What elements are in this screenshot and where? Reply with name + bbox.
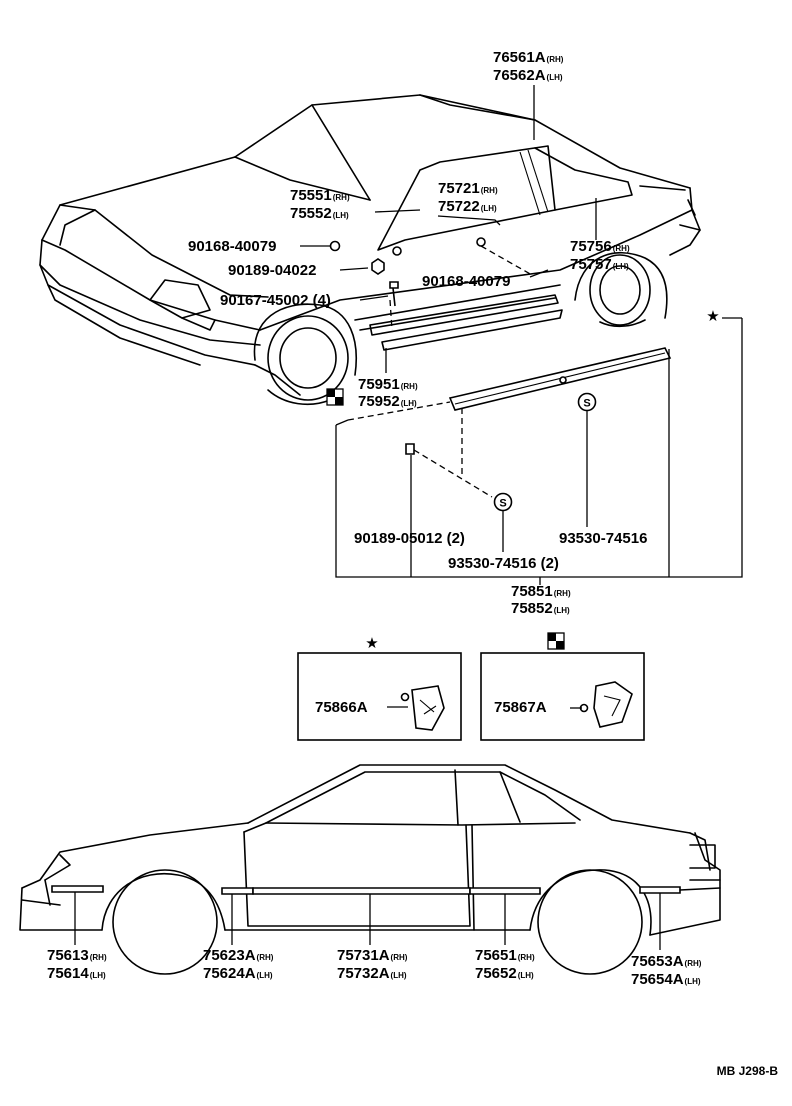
- part-label-90189-04022: 90189-04022: [228, 262, 316, 279]
- checkered-marker-icon: [326, 388, 344, 406]
- clip-icon: [559, 376, 567, 384]
- fastener-icons-top: [329, 237, 486, 307]
- part-label-76561A: 76561A(RH): [493, 49, 564, 66]
- door-molding-parts: [369, 294, 563, 351]
- part-label-75623A: 75623A(RH): [203, 947, 274, 964]
- part-label-75614: 75614(LH): [47, 965, 106, 982]
- part-labels: 76561A(RH) 76562A(LH) 75551(RH) 75552(LH…: [47, 49, 778, 1078]
- part-label-75951: 75951(RH): [358, 376, 418, 393]
- star-marker-icon: ★: [706, 308, 719, 325]
- part-label-90168-40079-b: 90168-40079: [422, 273, 510, 290]
- clip-icon: [392, 246, 402, 256]
- part-label-90168-40079: 90168-40079: [188, 238, 276, 255]
- part-label-93530-74516: 93530-74516: [559, 530, 647, 547]
- star-marker-icon: ★: [365, 635, 378, 652]
- side-moulding-assembly: S S: [335, 317, 743, 585]
- part-label-90189-05012: 90189-05012 (2): [354, 530, 465, 547]
- screw-icon: [389, 281, 399, 307]
- part-label-75851: 75851(RH): [511, 583, 571, 600]
- part-label-75732A: 75732A(LH): [337, 965, 407, 982]
- checkered-marker-icon: [547, 632, 565, 650]
- nut-icon: [371, 258, 385, 275]
- part-label-75866A: 75866A: [315, 699, 368, 716]
- clip-icon: [405, 443, 415, 455]
- part-label-75654A: 75654A(LH): [631, 971, 701, 988]
- part-label-75652: 75652(LH): [475, 965, 534, 982]
- part-label-75721: 75721(RH): [438, 180, 498, 197]
- bracket-part-icon: [411, 685, 445, 731]
- part-label-75731A: 75731A(RH): [337, 947, 408, 964]
- part-label-75952: 75952(LH): [358, 393, 417, 410]
- car-perspective-drawing: [39, 94, 701, 406]
- clip-icon: [329, 240, 341, 252]
- part-label-75613: 75613(RH): [47, 947, 107, 964]
- s-clip-mark: S: [583, 398, 590, 410]
- leader-lines-top: [300, 85, 597, 373]
- part-label-90167-45002: 90167-45002 (4): [220, 292, 331, 309]
- part-label-75624A: 75624A(LH): [203, 965, 273, 982]
- part-label-75757: 75757(LH): [570, 256, 629, 273]
- s-clip-icon: [577, 392, 597, 412]
- car-side-drawing: [19, 764, 721, 975]
- inset-box-star: [297, 652, 462, 741]
- reference-code: MB J298-B: [717, 1064, 779, 1078]
- part-label-75722: 75722(LH): [438, 198, 497, 215]
- part-label-75867A: 75867A: [494, 699, 547, 716]
- part-label-75756: 75756(RH): [570, 238, 630, 255]
- part-label-75653A: 75653A(RH): [631, 953, 702, 970]
- section-markers: ★ ★: [326, 308, 720, 652]
- part-label-75852: 75852(LH): [511, 600, 570, 617]
- s-clip-icon: [493, 492, 513, 512]
- clip-icon: [476, 237, 486, 247]
- part-label-75651: 75651(RH): [475, 947, 535, 964]
- inset-box-checkered: [480, 652, 645, 741]
- s-clip-mark: S: [499, 498, 506, 510]
- part-label-75551: 75551(RH): [290, 187, 350, 204]
- part-label-75552: 75552(LH): [290, 205, 349, 222]
- part-label-93530-74516-2: 93530-74516 (2): [448, 555, 559, 572]
- bracket-part-icon: [593, 681, 633, 728]
- part-label-76562A: 76562A(LH): [493, 67, 563, 84]
